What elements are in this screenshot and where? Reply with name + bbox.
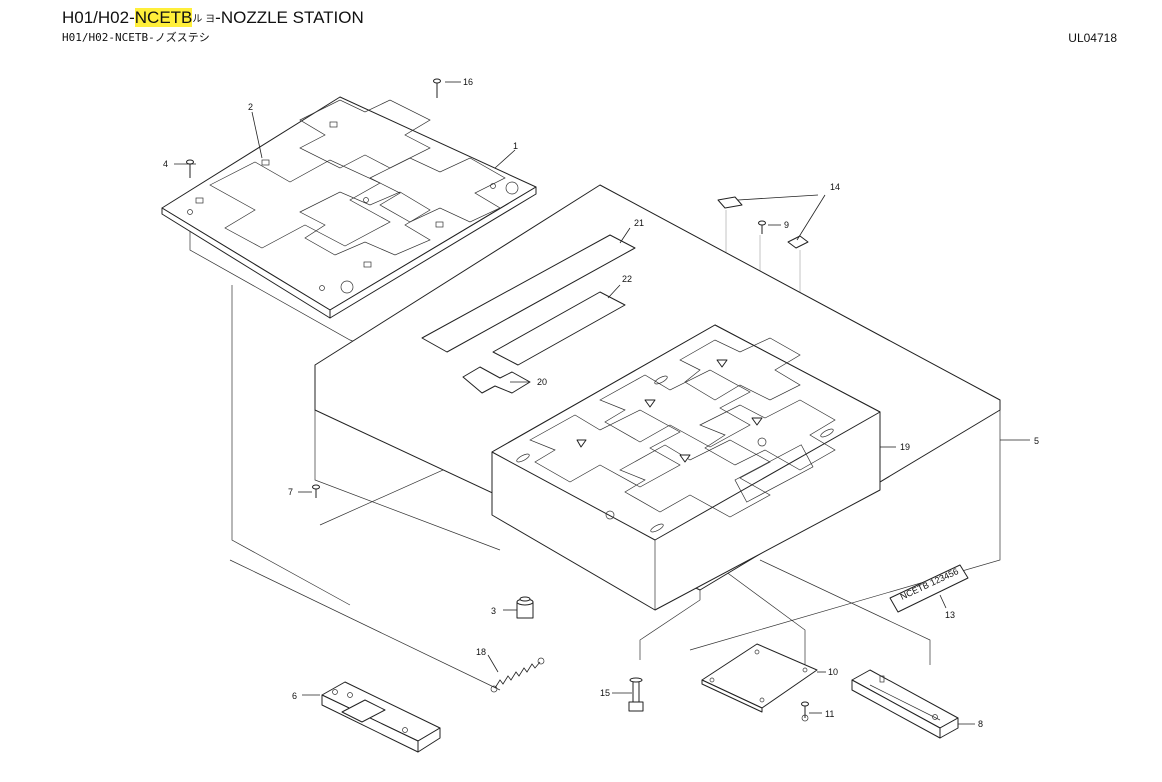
part-10-cover-plate (701, 643, 818, 713)
callout-7: 7 (288, 487, 293, 497)
screw-16 (433, 78, 441, 98)
callout-13: 13 (945, 610, 955, 620)
part-6-bracket (321, 681, 441, 753)
part-callouts: 1 2 3 4 5 6 7 8 9 10 11 13 14 15 16 18 1… (163, 77, 1039, 729)
page-subtitle: H01/H02-NCETB-ノズステシ (62, 31, 210, 44)
part-1-top-plate (161, 96, 537, 319)
callout-6: 6 (292, 691, 297, 701)
callout-1: 1 (513, 141, 518, 151)
callout-2: 2 (248, 102, 253, 112)
callout-16: 16 (463, 77, 473, 87)
part-21-sheet (421, 234, 636, 353)
title-ruby: ル ヨ (192, 14, 216, 25)
callout-19: 19 (900, 442, 910, 452)
screw-11 (801, 701, 809, 722)
title-highlight: NCETB (134, 8, 193, 27)
screw-9 (758, 220, 766, 234)
part-22-sheet (492, 291, 626, 366)
part-3-bushing (516, 596, 534, 619)
part-15-pin (628, 677, 644, 712)
page-title: H01/H02-NCETBル ヨ-NOZZLE STATION (62, 8, 364, 31)
title-prefix: H01/H02- (62, 8, 135, 27)
callout-8: 8 (978, 719, 983, 729)
screw-4 (186, 159, 194, 178)
callout-14: 14 (830, 182, 840, 192)
callout-22: 22 (622, 274, 632, 284)
leader-lines (174, 81, 1030, 725)
title-block: H01/H02-NCETBル ヨ-NOZZLE STATION H01/H02-… (62, 8, 364, 45)
callout-15: 15 (600, 688, 610, 698)
part-19-nozzle-block (491, 324, 881, 611)
part-18-spring (490, 657, 545, 693)
drawing-id: UL04718 (1068, 31, 1117, 45)
callout-5: 5 (1034, 436, 1039, 446)
part-8-rail (851, 669, 959, 739)
callout-9: 9 (784, 220, 789, 230)
part-14-stickers (717, 196, 809, 249)
title-suffix: -NOZZLE STATION (215, 8, 364, 27)
screw-7 (312, 484, 320, 498)
callout-18: 18 (476, 647, 486, 657)
callout-10: 10 (828, 667, 838, 677)
callout-20: 20 (537, 377, 547, 387)
callout-21: 21 (634, 218, 644, 228)
callout-3: 3 (491, 606, 496, 616)
callout-4: 4 (163, 159, 168, 169)
callout-11: 11 (825, 709, 834, 719)
